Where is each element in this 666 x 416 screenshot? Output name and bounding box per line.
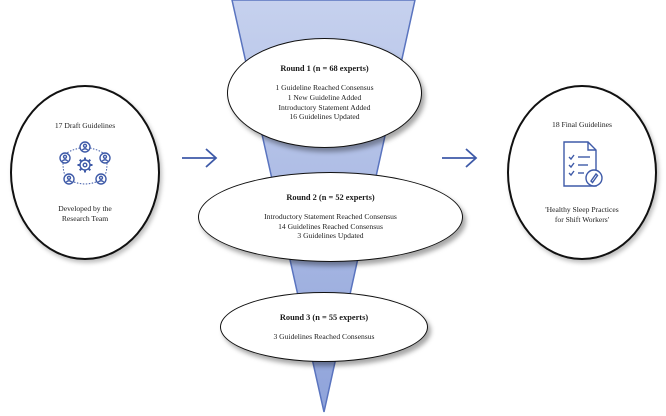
round-3-line: 3 Guidelines Reached Consensus [273,331,375,341]
team-network-gear-icon [57,141,113,194]
round-2-line: Introductory Statement Reached Consensus [264,211,397,221]
arrow-rounds-to-right-icon [442,148,478,168]
arrow-left-to-rounds-icon [182,148,218,168]
draft-guidelines-title: 17 Draft Guidelines [54,121,116,130]
round-2-line: 14 Guidelines Reached Consensus [278,221,383,231]
round-2-title: Round 2 (n = 52 experts) [286,192,375,202]
round-1-line: 16 Guidelines Updated [289,112,360,122]
round-3-node: Round 3 (n = 55 experts) 3 Guidelines Re… [220,292,428,362]
final-guidelines-caption-line-2: for Shift Workers' [554,215,610,224]
round-1-line: 1 New Guideline Added [287,92,362,102]
draft-guidelines-caption-line-2: Research Team [61,214,109,223]
round-3-title: Round 3 (n = 55 experts) [279,312,369,322]
final-guidelines-title: 18 Final Guidelines [552,120,612,129]
round-2-node: Round 2 (n = 52 experts) Introductory St… [198,172,463,262]
final-guidelines-caption-line-1: 'Healthy Sleep Practices [545,205,619,214]
round-1-node: Round 1 (n = 68 experts) 1 Guideline Rea… [227,38,422,148]
round-1-title: Round 1 (n = 68 experts) [280,63,369,73]
final-guidelines-node: 18 Final Guidelines 'Healthy Sleep Pract… [507,85,657,260]
round-1-line: 1 Guideline Reached Consensus [275,82,374,92]
round-1-line: Introductory Statement Added [278,102,371,112]
draft-guidelines-node: 17 Draft Guidelines [10,85,160,260]
round-2-line: 3 Guidelines Updated [297,231,364,241]
draft-guidelines-caption-line-1: Developed by the [58,204,112,213]
checklist-document-icon [558,140,606,195]
